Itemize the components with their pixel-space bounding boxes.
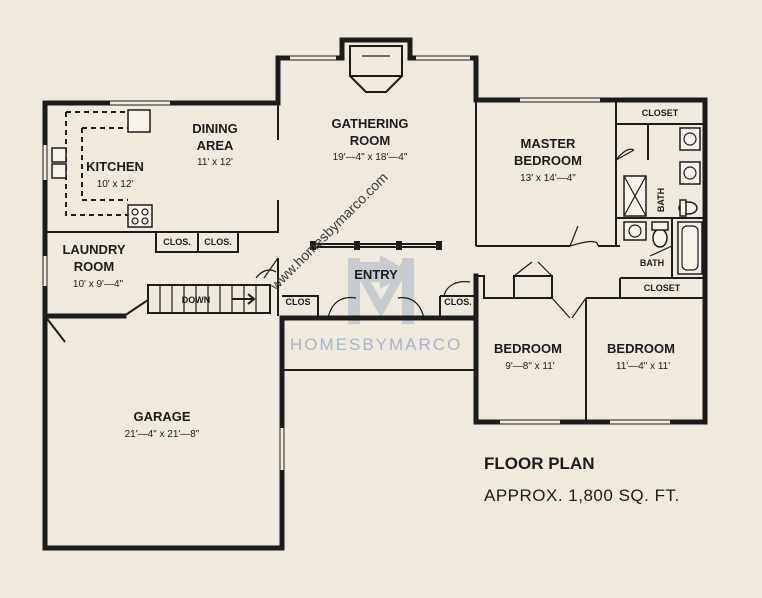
windows [43,56,670,470]
laundry-dims: 10' x 9'—4" [73,279,124,290]
laundry-name-line1: LAUNDRY [62,242,125,257]
gathering-dims: 19'—4" x 18'—4" [333,152,408,163]
room-gathering: GATHERING ROOM 19'—4" x 18'—4" [331,116,408,163]
bath-fixtures [623,127,703,275]
plan-title: FLOOR PLAN [484,454,595,473]
room-entry: ENTRY [354,267,398,282]
room-bath-hall: BATH [640,258,664,268]
dining-dims: 11' x 12' [197,157,233,168]
dining-name-line1: DINING [192,121,238,136]
bedroom-2-name: BEDROOM [494,341,562,356]
bath-hall-label: BATH [640,258,664,268]
room-bedroom-2: BEDROOM 9'—8" x 11' [494,341,562,372]
dining-name-line2: AREA [197,138,234,153]
kitchen-name: KITCHEN [86,159,144,174]
room-garage: GARAGE 21'—4" x 21'—8" [125,409,200,440]
kitchen-counters [51,109,153,228]
closet-bedroom-label: CLOSET [644,283,681,293]
room-dining: DINING AREA 11' x 12' [192,121,238,168]
room-bath-master: BATH [656,188,666,212]
stairs [123,284,271,317]
closet-kitchen-1-label: CLOS. [163,237,191,247]
garage-dims: 21'—4" x 21'—8" [125,429,200,440]
master-name-line2: BEDROOM [514,153,582,168]
bedroom-2-dims: 9'—8" x 11' [505,361,555,372]
closet-master-label: CLOSET [642,108,679,118]
bedroom-3-dims: 11'—4" x 11' [616,361,670,372]
main-walls [42,37,708,551]
room-kitchen: KITCHEN 10' x 12' [86,159,144,190]
watermark-brand: HOMESBYMARCO [290,335,462,354]
master-name-line1: MASTER [521,136,577,151]
master-dims: 13' x 14'—4" [520,173,576,184]
stairs-label: DOWN [182,295,211,305]
fireplace [349,45,403,93]
bath-master-label: BATH [656,188,666,212]
room-bedroom-3: BEDROOM 11'—4" x 11' [607,341,675,372]
garage-name: GARAGE [133,409,190,424]
laundry-name-line2: ROOM [74,259,114,274]
entry-railing [310,241,442,250]
entry-name: ENTRY [354,267,398,282]
gathering-name-line2: ROOM [350,133,390,148]
closet-entry-left-label: CLOS [285,297,310,307]
plan-area: APPROX. 1,800 SQ. FT. [484,486,680,505]
interior-walls [45,100,705,422]
bedroom-3-name: BEDROOM [607,341,675,356]
room-master: MASTER BEDROOM 13' x 14'—4" [514,136,582,184]
doors [44,148,673,343]
kitchen-dims: 10' x 12' [97,179,134,190]
gathering-name-line1: GATHERING [331,116,408,131]
watermark-logo [348,255,414,324]
closet-kitchen-2-label: CLOS. [204,237,232,247]
room-laundry: LAUNDRY ROOM 10' x 9'—4" [62,242,125,290]
closet-entry-right-label: CLOS. [444,297,472,307]
